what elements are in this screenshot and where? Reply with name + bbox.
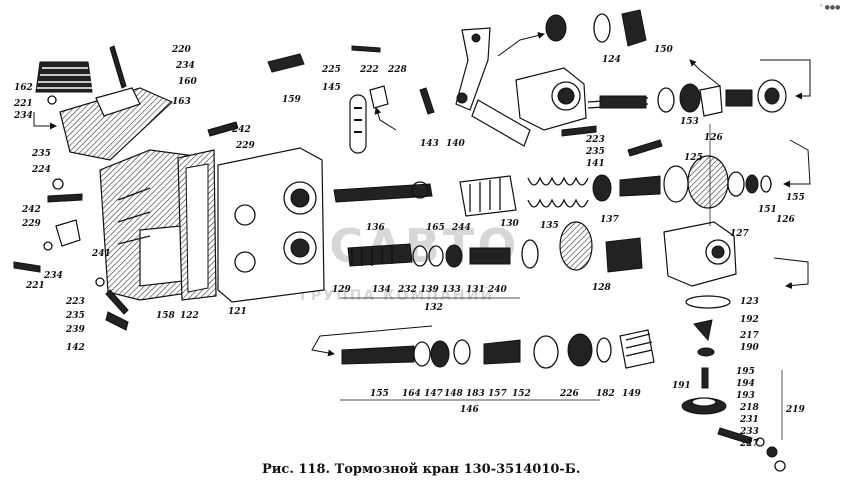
part-number-label: 241 — [91, 249, 111, 259]
part-number-label: 225 — [321, 65, 341, 75]
part-number-label: 192 — [740, 315, 759, 325]
part-number-label: 191 — [672, 381, 691, 391]
part-number-label: 145 — [322, 83, 341, 93]
part-number-label: 223 — [585, 135, 605, 145]
part-number-label: 135 — [540, 221, 559, 231]
part-number-label: 124 — [602, 55, 621, 65]
top-center-parts — [267, 9, 787, 154]
part-number-label: 235 — [65, 311, 85, 321]
part-number-label: 130 — [500, 219, 520, 229]
part-number-label: 165 — [426, 223, 445, 233]
part-number-label: 126 — [776, 215, 796, 225]
bellows-part — [35, 61, 93, 93]
part-number-label: 218 — [739, 403, 760, 413]
upper-housing — [515, 67, 587, 131]
part-number-label: 223 — [65, 297, 85, 307]
part-number-label: 122 — [180, 311, 199, 321]
part-number-label: 159 — [282, 95, 302, 105]
part-number-label: 132 — [424, 303, 443, 313]
part-number-label: 227 — [739, 439, 760, 449]
part-number-label: 150 — [654, 45, 674, 55]
part-number-label: 155 — [786, 193, 805, 203]
part-number-label: 162 — [14, 83, 33, 93]
part-number-label: 194 — [736, 379, 755, 389]
part-number-label: 126 — [704, 133, 724, 143]
right-vertical-column — [681, 295, 786, 472]
part-number-label: 163 — [172, 97, 191, 107]
part-number-label: 129 — [332, 285, 352, 295]
part-number-label: 193 — [736, 391, 755, 401]
lever — [455, 27, 491, 111]
part-number-label: 234 — [175, 61, 195, 71]
part-number-label: 222 — [359, 65, 379, 75]
part-number-label: 221 — [13, 99, 33, 109]
part-number-label: 151 — [758, 205, 777, 215]
arrows — [33, 32, 811, 357]
part-number-label: 242 — [21, 205, 41, 215]
part-number-label: 183 — [466, 389, 485, 399]
part-number-label: 195 — [736, 367, 755, 377]
part-number-label: 244 — [451, 223, 471, 233]
part-number-label: 152 — [512, 389, 531, 399]
part-number-label: 139 — [420, 285, 440, 295]
part-number-label: 228 — [387, 65, 408, 75]
part-number-label: 234 — [13, 111, 33, 121]
part-number-label: 182 — [596, 389, 615, 399]
part-number-label: 153 — [680, 117, 699, 127]
group-brackets — [340, 124, 783, 440]
part-number-label: 127 — [730, 229, 750, 239]
part-number-label: 164 — [402, 389, 421, 399]
part-number-label: 190 — [740, 343, 760, 353]
spring — [527, 176, 589, 208]
part-number-label: 235 — [585, 147, 605, 157]
part-number-label: 131 — [466, 285, 485, 295]
part-number-label: 242 — [231, 125, 251, 135]
corner-mark: " ●●● — [820, 4, 840, 11]
part-number-label: 125 — [684, 153, 703, 163]
callout-labels: 2202341621601632212342422292352242422292… — [13, 45, 806, 449]
part-number-label: 123 — [740, 297, 759, 307]
part-number-label: 231 — [739, 415, 759, 425]
part-number-label: 136 — [366, 223, 386, 233]
part-number-label: 146 — [460, 405, 480, 415]
part-number-label: 240 — [487, 285, 508, 295]
part-number-label: 134 — [372, 285, 391, 295]
part-number-label: 229 — [21, 219, 42, 229]
left-parts-group — [13, 45, 325, 331]
valve-body-center — [217, 147, 325, 303]
part-number-label: 160 — [178, 77, 198, 87]
part-number-label: 229 — [235, 141, 256, 151]
part-number-label: 221 — [25, 281, 45, 291]
part-number-label: 219 — [785, 405, 806, 415]
part-number-label: 217 — [739, 331, 760, 341]
part-number-label: 141 — [586, 159, 605, 169]
bottom-axial-row — [341, 329, 655, 369]
part-number-label: 128 — [592, 283, 612, 293]
part-number-label: 147 — [424, 389, 444, 399]
part-number-label: 226 — [559, 389, 580, 399]
part-number-label: 234 — [43, 271, 63, 281]
part-number-label: 121 — [228, 307, 247, 317]
part-number-label: 235 — [31, 149, 51, 159]
part-number-label: 220 — [171, 45, 192, 55]
part-number-label: 233 — [739, 427, 759, 437]
part-number-label: 148 — [444, 389, 464, 399]
part-number-label: 133 — [442, 285, 461, 295]
middle-axial-row — [333, 139, 772, 287]
part-number-label: 158 — [156, 311, 176, 321]
lower-housing — [663, 221, 737, 287]
part-number-label: 224 — [31, 165, 51, 175]
figure-caption: Рис. 118. Тормозной кран 130-3514010-Б. — [262, 462, 581, 477]
part-number-label: 142 — [66, 343, 85, 353]
part-number-label: 239 — [65, 325, 86, 335]
watermark-sub: ГРУППА КОМПАНИЙ — [300, 287, 494, 304]
part-number-label: 137 — [600, 215, 620, 225]
part-number-label: 143 — [420, 139, 439, 149]
part-number-label: 155 — [370, 389, 389, 399]
part-number-label: 149 — [622, 389, 642, 399]
part-number-label: 157 — [488, 389, 508, 399]
part-number-label: 232 — [397, 285, 417, 295]
part-number-label: 140 — [446, 139, 466, 149]
